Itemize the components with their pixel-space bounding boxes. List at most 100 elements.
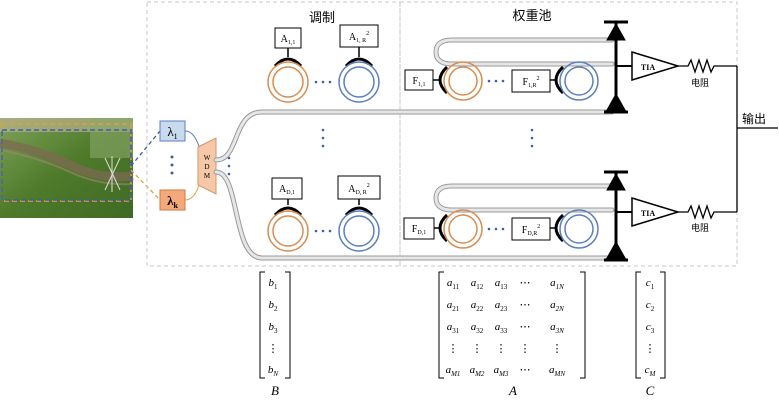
- resistor-bottom-label: 电阻: [691, 222, 709, 234]
- svg-text:AD,1: AD,1: [279, 184, 295, 196]
- connector-photo-lambda1: [130, 130, 161, 167]
- svg-text:b3: b3: [269, 321, 279, 335]
- matrix-a-cell: aM3: [494, 364, 509, 378]
- photodetector-bottom: [604, 170, 632, 262]
- wdm-letter-m: M: [204, 172, 211, 180]
- svg-text:FD,1: FD,1: [412, 224, 426, 236]
- modulator-bottom-ellipsis: [314, 229, 332, 233]
- lambda-1-box: λ1: [159, 120, 186, 142]
- matrix-a-cell: a23: [495, 299, 508, 313]
- lambda-1-symbol: λ: [167, 124, 174, 139]
- lambda-1-subscript: 1: [174, 132, 178, 141]
- svg-text:c1: c1: [646, 277, 655, 291]
- svg-text:b2: b2: [269, 299, 279, 313]
- filter-bottom-left: FD,1: [403, 209, 483, 249]
- modulator-vertical-ellipsis: [321, 128, 325, 148]
- matrix-a-cell: ⋯: [520, 364, 531, 376]
- svg-text:F1,1: F1,1: [412, 76, 425, 88]
- matrix-a-cell: a31: [447, 321, 460, 335]
- svg-text:⋮: ⋮: [268, 343, 279, 355]
- ring-orange-top-left: [267, 61, 309, 103]
- svg-text:FD,R2: FD,R2: [522, 224, 540, 237]
- vector-b: b1 b2 b3 ⋮ bN B: [259, 271, 291, 398]
- matrix-a-cell: a12: [471, 277, 484, 291]
- svg-text:c3: c3: [646, 321, 655, 335]
- matrix-a-cell: a33: [495, 321, 508, 335]
- matrix-a-cell: a11: [447, 277, 460, 291]
- matrix-a-cell: a1N: [550, 277, 564, 291]
- resistor-top-label: 电阻: [691, 77, 709, 89]
- svg-text:TIA: TIA: [641, 63, 655, 72]
- matrix-a-cell: ⋮: [496, 343, 507, 355]
- vector-c: c1 c2 c3 ⋮ cM C: [635, 271, 666, 398]
- ring-blue-filter-bottom: [559, 209, 599, 249]
- matrix-a-cell: ⋮: [448, 343, 459, 355]
- ring-blue-filter-top: [559, 61, 599, 101]
- svg-text:⋮: ⋮: [645, 343, 656, 355]
- ring-orange-bottom-left: [267, 210, 309, 252]
- vector-c-caption: C: [646, 383, 655, 398]
- filter-vertical-ellipsis: [530, 128, 534, 148]
- matrix-a-cell: a21: [447, 299, 460, 313]
- wdm-output-dots: [227, 156, 231, 176]
- matrix-a-cell: a22: [471, 299, 484, 313]
- tia-amplifier-bottom: TIA: [631, 196, 681, 228]
- svg-text:F1,R2: F1,R2: [522, 76, 539, 89]
- svg-text:A1, R2: A1, R2: [349, 31, 369, 44]
- matrix-a-cell: aM1: [446, 364, 461, 378]
- filter-bottom-right: FD,R2: [511, 209, 599, 249]
- matrix-a-cell: a13: [495, 277, 508, 291]
- matrix-a: A a11 a12 a13 ⋯ a1N a21 a22 a23 ⋯ a2N a31 a32 a33 ⋯ a3…: [438, 271, 586, 398]
- modulation-title: 调制: [309, 11, 335, 26]
- filter-top-ellipsis: [487, 79, 505, 83]
- photodetector-top: [604, 20, 632, 114]
- matrix-a-cell: a3N: [550, 321, 564, 335]
- matrix-a-cell: aM2: [470, 364, 485, 378]
- filter-bottom-ellipsis: [487, 227, 505, 231]
- svg-text:c2: c2: [646, 299, 655, 313]
- matrix-a-cell: a32: [471, 321, 484, 335]
- resistor-bottom: [678, 203, 737, 221]
- weight-pool-title: 权重池: [512, 8, 551, 24]
- matrix-a-cell: ⋮: [552, 343, 563, 355]
- ring-orange-filter-bottom: [443, 209, 483, 249]
- vector-b-caption: B: [271, 383, 279, 398]
- ring-orange-filter-top: [443, 61, 483, 101]
- lambda-k-box: λk: [159, 189, 186, 211]
- matrix-a-cell: a2N: [550, 299, 564, 313]
- lambda-dots: [170, 155, 174, 175]
- matrix-a-cell: ⋯: [520, 277, 531, 289]
- wdm-multiplexer: W D M: [197, 137, 217, 195]
- matrix-a-caption: A: [508, 383, 517, 398]
- waveguides: [213, 37, 615, 261]
- svg-text:A1,1: A1,1: [281, 34, 296, 46]
- ring-blue-bottom-right: [338, 210, 380, 252]
- modulator-top-right: A1, R2: [338, 24, 380, 103]
- svg-text:b1: b1: [269, 277, 279, 291]
- modulator-bottom-right: AD, R2: [337, 175, 381, 252]
- wdm-letter-w: W: [204, 154, 211, 162]
- svg-text:AD, R2: AD, R2: [348, 183, 370, 196]
- resistor-top: [678, 57, 737, 75]
- filter-top-right: F1,R2: [511, 61, 599, 101]
- lambda-k-subscript: k: [173, 201, 178, 210]
- modulator-top-ellipsis: [314, 80, 332, 84]
- modulator-bottom-left: AD,1: [267, 177, 309, 252]
- lambda-k-symbol: λ: [167, 193, 174, 208]
- svg-text:cM: cM: [645, 364, 657, 378]
- matrix-a-cell: aMN: [549, 364, 565, 378]
- svg-text:bN: bN: [268, 364, 279, 378]
- ring-blue-top-right: [338, 61, 380, 103]
- output-label: 输出: [742, 111, 766, 126]
- wdm-letter-d: D: [204, 163, 209, 171]
- svg-text:TIA: TIA: [641, 209, 655, 218]
- matrix-a-cell: ⋮: [472, 343, 483, 355]
- svg-text:λk: λk: [167, 193, 178, 210]
- tia-amplifier-top: TIA: [631, 50, 681, 82]
- svg-text:λ1: λ1: [167, 124, 177, 141]
- modulator-top-left: A1,1: [267, 27, 309, 103]
- aerial-power-line-photo: [0, 118, 134, 218]
- matrix-a-cell: ⋯: [520, 299, 531, 311]
- matrix-a-cell: ⋯: [520, 321, 531, 333]
- modulation-region: [146, 1, 401, 267]
